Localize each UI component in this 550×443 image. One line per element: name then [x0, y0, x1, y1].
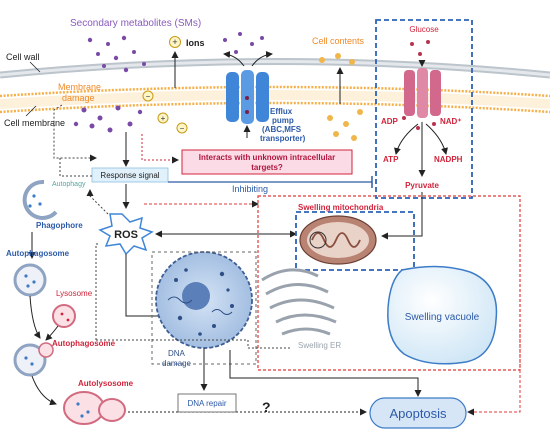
cell-wall-label: Cell wall [6, 52, 40, 62]
autolysosome-icon [63, 391, 126, 425]
metabolite-dots [73, 32, 264, 133]
efflux-label-4: transporter) [260, 134, 306, 143]
efflux-label-2: pump [272, 116, 294, 125]
svg-text:+: + [161, 114, 166, 123]
inhibiting-label: Inhibiting [232, 184, 268, 194]
dna-repair-box [177, 393, 237, 413]
lysosome-label: Lysosome [56, 289, 93, 298]
ions-label: Ions [186, 38, 205, 48]
apoptosis-box [369, 397, 467, 429]
membrane-damage-label-1: Membrane [58, 82, 101, 92]
phagophore-label: Phagophore [36, 221, 83, 230]
interacts-box [181, 149, 353, 175]
ion-minus-icon-2: − [142, 90, 154, 102]
pyruvate-label: Pyruvate [405, 181, 439, 190]
ion-minus-icon: − [176, 122, 188, 134]
membrane-damage-label-2: damage [62, 93, 95, 103]
phagophore-icon [22, 179, 58, 220]
ros-burst [98, 213, 154, 256]
dna-damage-label-2: damage [162, 359, 191, 368]
efflux-label-3: (ABC,MFS [262, 125, 302, 134]
svg-text:−: − [180, 124, 185, 133]
lysosome-icon [52, 304, 76, 328]
cell-contents-dots [319, 53, 363, 141]
ion-plus-icon: + [169, 36, 181, 48]
autophagy-label: Autophagy [52, 181, 86, 188]
ros-label: ROS [114, 229, 138, 241]
cell-membrane [0, 85, 550, 114]
autophagosome-lysosome-icon [13, 342, 54, 377]
cell-wall [0, 58, 550, 79]
efflux-pump [226, 70, 269, 124]
ion-plus-icon-2: + [157, 112, 169, 124]
nucleus [155, 251, 253, 349]
cell-membrane-label: Cell membrane [4, 118, 65, 128]
apoptosis-label: Apoptosis [389, 406, 447, 421]
response-signal-box [91, 167, 169, 183]
question-mark: ? [262, 399, 271, 415]
dna-damage-label-1: DNA [168, 349, 186, 358]
adp-label: ADP [381, 117, 399, 126]
glucose-label: Glucose [409, 25, 439, 34]
glucose-transporter [404, 68, 441, 118]
swelling-mitochondria-label: Swelling mitochondria [298, 203, 384, 212]
autolysosome-label: Autolysosome [78, 379, 134, 388]
nadph-label: NADPH [434, 155, 463, 164]
swelling-vacuole-label: Swelling vacuole [405, 312, 480, 323]
nad-label: NAD⁺ [440, 117, 462, 126]
interacts-label-2: targets? [251, 163, 283, 172]
autophagosome-icon [13, 263, 47, 297]
response-signal-label: Response signal [100, 171, 159, 180]
cell-contents-label: Cell contents [312, 36, 365, 46]
mitochondrion [299, 215, 377, 265]
organelle-damage-region [257, 195, 521, 371]
dna-repair-label: DNA repair [187, 399, 226, 408]
interacts-label-1: Interacts with unknown intracellular [199, 153, 335, 162]
efflux-label-1: Efflux [270, 107, 293, 116]
svg-text:+: + [172, 37, 177, 47]
swelling-vacuole [387, 265, 498, 365]
glycolysis-region [375, 19, 473, 199]
atp-label: ATP [383, 155, 399, 164]
mitochondria-region [295, 211, 415, 271]
endoplasmic-reticulum [261, 268, 337, 336]
autophagosome-label-1: Autophagosome [6, 249, 70, 258]
swelling-er-label: Swelling ER [298, 341, 341, 350]
glucose-dots [402, 40, 436, 130]
secondary-metabolites-label: Secondary metabolites (SMs) [70, 18, 201, 29]
svg-text:−: − [146, 92, 151, 101]
autophagosome-label-2: Autophagosome [52, 339, 116, 348]
